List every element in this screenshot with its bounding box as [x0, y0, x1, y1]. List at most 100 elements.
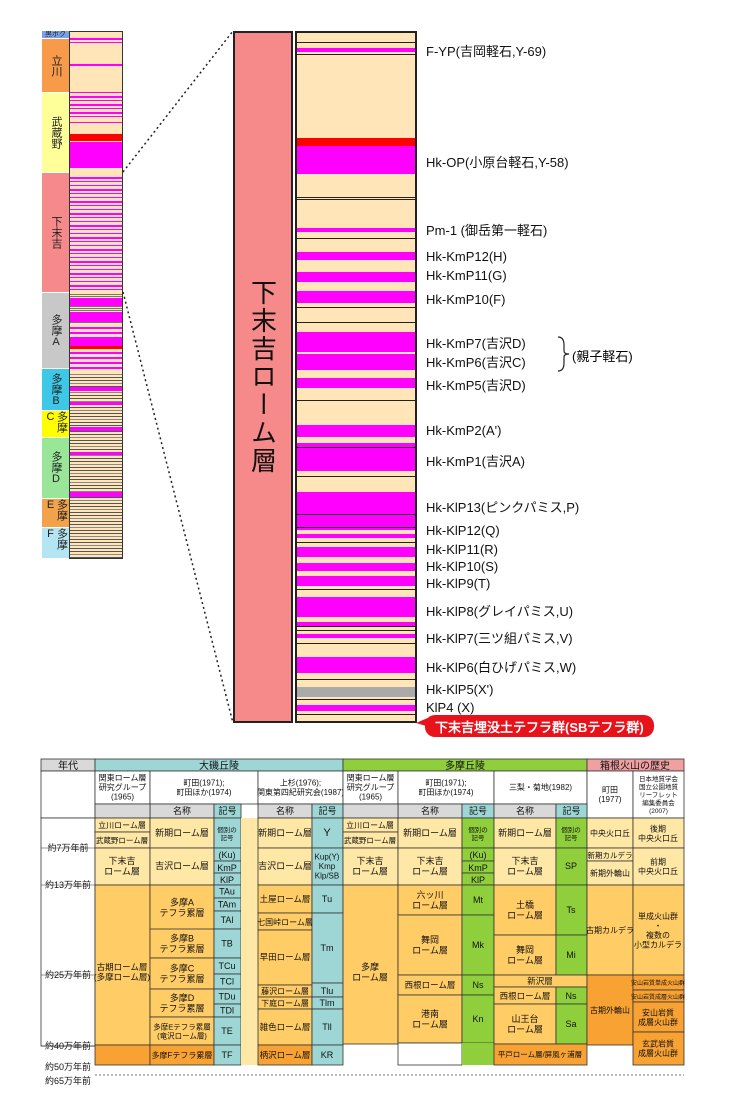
zoom-boundary-line	[297, 307, 415, 308]
zoom-pumice-band	[297, 291, 415, 303]
source-text: (1965)	[359, 793, 382, 802]
source-text: 町田ほか(1974)	[418, 788, 473, 797]
cell-text: 古期カルデラ	[586, 925, 634, 935]
cell	[397, 994, 463, 1044]
cell-text: ローム層	[412, 900, 448, 910]
mini-band	[70, 209, 122, 210]
zoom-pumice-band	[297, 378, 415, 388]
cell	[461, 884, 495, 916]
mini-band	[70, 452, 122, 455]
cell-text: 武蔵野ローム層	[96, 835, 148, 845]
zoom-boundary-line	[297, 197, 415, 198]
mini-band	[70, 419, 122, 420]
cell-text: 舞岡	[516, 945, 534, 955]
tephra-label: Hk-KlP5(X')	[426, 682, 494, 697]
cell-text: KlP	[220, 875, 234, 885]
mini-band	[70, 257, 122, 258]
cell-text: 安山岩質	[642, 1007, 674, 1017]
cell	[241, 818, 258, 1065]
zoom-boundary-line	[297, 54, 415, 55]
formation-label-shimosueyoshi: 下末吉	[42, 173, 69, 293]
source-text: 編集委員会	[642, 798, 675, 807]
cell	[311, 1044, 344, 1066]
cell-text: Mt	[473, 895, 483, 905]
oiso-header: 大磯丘陵	[199, 759, 239, 772]
formation-label-tama-b: 多摩B	[42, 369, 69, 411]
mini-band	[70, 427, 122, 431]
zoom-boundary-line	[297, 514, 415, 515]
cell-text: 小型カルデラ	[634, 939, 682, 949]
cell-text: 早田ローム層	[260, 952, 311, 962]
source-cell	[397, 770, 495, 805]
zoom-boundary-line	[297, 626, 415, 627]
zoom-tephra-column	[295, 31, 417, 723]
bracket-icon	[557, 336, 570, 372]
mini-band	[70, 154, 122, 168]
mini-band	[70, 386, 122, 387]
cell-text: 新期ローム層	[498, 827, 552, 838]
cell	[397, 1042, 463, 1066]
cell	[94, 884, 151, 1046]
cell-text: KR	[321, 1050, 334, 1060]
cell-text: (Ku)	[218, 850, 235, 860]
mini-band	[70, 470, 122, 471]
mini-band	[70, 413, 122, 414]
mini-band	[70, 217, 122, 218]
cell-text: 多摩	[361, 961, 379, 972]
zoom-boundary-line	[297, 589, 415, 590]
mini-red-band	[70, 346, 122, 349]
cell	[493, 1043, 588, 1066]
mini-band	[70, 64, 122, 66]
cell-text: KlP	[471, 875, 485, 885]
cell-text: TCu	[218, 961, 235, 971]
cell	[461, 994, 495, 1044]
cell-text: TB	[221, 939, 233, 949]
mini-band	[70, 108, 122, 109]
mini-band	[70, 285, 122, 287]
cell-text: テフラ累層	[159, 1003, 204, 1013]
cell-text: 個別の	[561, 825, 581, 834]
cell	[257, 847, 313, 886]
mini-band	[70, 449, 122, 450]
mini-band	[70, 362, 122, 364]
zoom-pumice-band	[297, 332, 415, 352]
mini-band	[70, 221, 122, 222]
tephra-label: Pm-1 (御岳第一軽石)	[426, 223, 548, 238]
zoom-grey-band	[297, 687, 415, 697]
cell	[149, 817, 215, 849]
mini-band	[70, 245, 122, 246]
cell-text: 個別の	[217, 825, 237, 834]
cell-text: 中央火口丘	[638, 833, 678, 843]
zoom-boundary-line	[297, 476, 415, 477]
cell-text: Ns	[473, 980, 484, 990]
cell-text: 多摩B	[170, 932, 194, 943]
tephra-label: Hk-KmP7(吉沢D)	[426, 336, 526, 351]
mini-band	[70, 374, 122, 375]
cell-text: ローム層	[352, 866, 388, 876]
cell	[462, 1043, 494, 1065]
cell-text: ローム層	[507, 1024, 543, 1034]
cell-text: 新期ローム層	[403, 827, 457, 838]
mini-band	[70, 506, 122, 507]
mini-band	[70, 422, 122, 423]
sb-tephra-group-label: 下末吉埋没土テフラ群(SBテフラ群)	[425, 715, 654, 737]
cell-text: (多摩ローム層)	[94, 972, 151, 982]
subheader-blank-cell	[342, 803, 399, 819]
mini-band	[70, 464, 122, 465]
mini-band	[70, 197, 122, 198]
cell	[632, 817, 685, 849]
mini-band	[70, 548, 122, 549]
cell-text: 後期	[650, 823, 666, 833]
mini-band	[70, 455, 122, 456]
mini-band	[70, 431, 122, 432]
mini-band	[70, 189, 122, 191]
tephra-label: Hk-KmP10(F)	[426, 292, 506, 307]
age-label: 約65万年前	[45, 1075, 91, 1086]
tephra-label: Hk-KmP1(吉沢A)	[426, 454, 525, 469]
source-text: 町田(1971);	[425, 778, 466, 787]
cell-text: ローム層	[412, 866, 448, 876]
cell-text: 成層火山群	[638, 1017, 678, 1027]
cell	[149, 847, 215, 886]
era-column	[40, 817, 96, 1047]
cell	[555, 817, 588, 849]
